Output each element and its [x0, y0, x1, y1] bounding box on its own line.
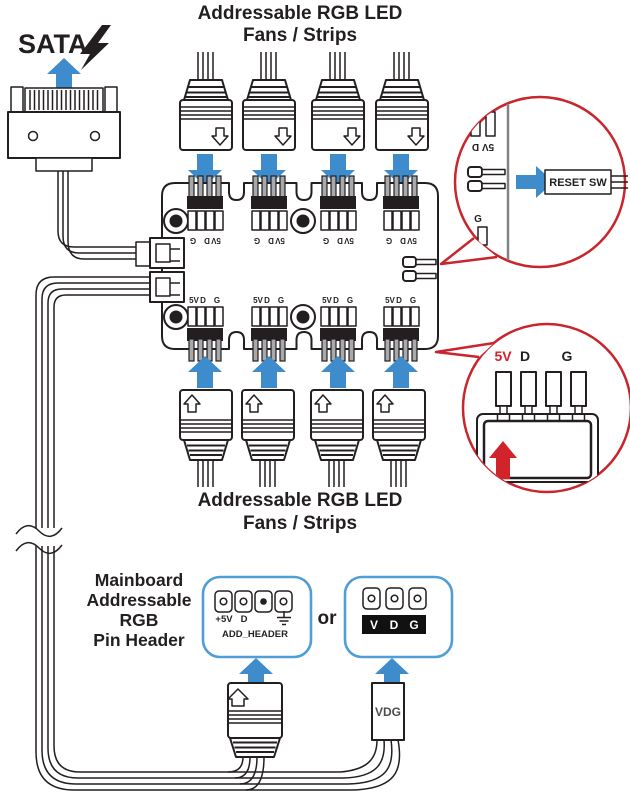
callout-circle [461, 322, 630, 494]
v-label: V [370, 618, 378, 632]
mainboard-header-box-3pin: V D G [343, 575, 454, 659]
top-title-line1: Addressable RGB LED [198, 3, 403, 24]
wire [212, 739, 378, 773]
sata-label: SATA [18, 29, 88, 59]
keyed-pin [260, 598, 267, 605]
bottom-title-line2: Fans / Strips [243, 513, 357, 534]
d-label: D [390, 618, 399, 632]
blue-arrow-up-icon [47, 58, 81, 90]
reset-switch-wires [611, 175, 628, 189]
add-header-label: ADD_HEADER [222, 629, 288, 640]
detail-g-label: G [562, 348, 573, 364]
sata-cable [67, 171, 150, 260]
sata-cable [57, 171, 150, 248]
mainboard-line1: Mainboard [95, 570, 183, 590]
detail-d-label: D [520, 348, 530, 364]
sata-section: SATA [7, 25, 150, 260]
detail-5v-label: 5V [494, 348, 512, 364]
d-label: D [241, 614, 248, 625]
argb-input-port [149, 271, 185, 303]
detail-pins [495, 371, 587, 419]
top-title-line2: Fans / Strips [243, 25, 357, 46]
mainboard-line3: RGB [120, 610, 159, 630]
cable-break-symbol [15, 525, 66, 554]
sata-cable [62, 171, 150, 254]
mainboard-section: Mainboard Addressable RGB Pin Header +5V… [86, 570, 454, 791]
vdg-label: VDG [375, 705, 401, 719]
argb-hub [135, 175, 439, 362]
reset-pins-magnified [467, 166, 506, 192]
mainboard-line4: Pin Header [93, 630, 185, 650]
bottom-title-line1: Addressable RGB LED [198, 490, 403, 511]
hub-outline [161, 182, 439, 350]
wire [212, 739, 393, 785]
sata-power-connector [7, 86, 121, 172]
or-label: or [318, 608, 338, 629]
magnified-g-label: G [474, 214, 482, 225]
callout-pointer [434, 341, 495, 359]
top-devices: Addressable RGB LED Fans / Strips [179, 3, 429, 186]
vdg-connector: VDG [212, 682, 405, 791]
reset-switch-label: RESET SW [549, 177, 607, 189]
g-label: G [409, 618, 418, 632]
wire [212, 739, 385, 779]
reset-pins-header [402, 256, 437, 282]
power-input-port [135, 237, 185, 269]
wire [212, 739, 401, 791]
ground-symbol-icon [277, 611, 291, 626]
reset-callout: 5V D G RESET SW [439, 95, 628, 269]
magnified-5v-d-label: 5V D [472, 141, 494, 152]
bottom-devices: Addressable RGB LED Fans / Strips [179, 356, 426, 534]
orientation-arrow-up-icon [227, 688, 249, 707]
lightning-bolt-icon [80, 25, 111, 70]
red-arrow-up-icon [489, 441, 517, 479]
adapter-connector [227, 682, 283, 791]
plus5v-label: +5V [215, 614, 233, 625]
mainboard-line2: Addressable [86, 590, 191, 610]
pin-detail-callout: 5V D G [434, 322, 630, 494]
mainboard-header-box-4pin: +5V D ADD_HEADER [201, 575, 313, 659]
reset-switch-box [544, 169, 612, 195]
input-cable [15, 276, 212, 791]
callout-pointer [439, 237, 498, 266]
detail-connector-body [476, 413, 599, 483]
